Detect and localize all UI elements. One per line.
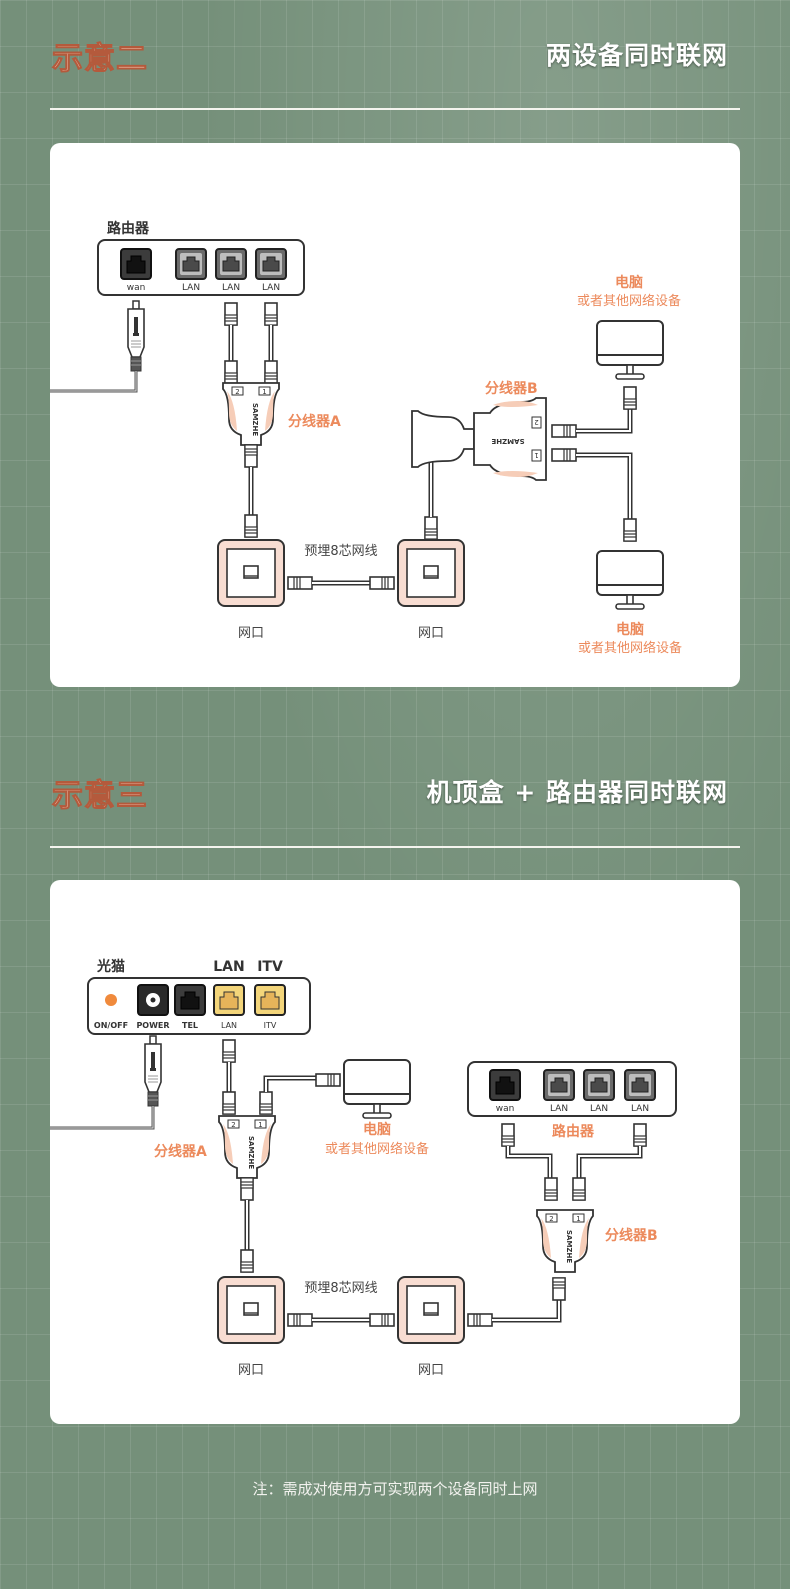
router-port-lan-3 (255, 248, 287, 280)
cable-router-to-splitter-b (501, 1123, 647, 1201)
section2-subtitle: 两设备同时联网 (545, 41, 728, 70)
section3-subtitle: 机顶盒 + 路由器同时联网 (426, 778, 728, 807)
splitter-a-label: 分线器A (288, 413, 341, 430)
splitter-b (411, 410, 475, 468)
splitter-a: 2 1 SAMZHE (222, 382, 280, 446)
router-port-label: LAN (590, 1104, 608, 1114)
router-label: 路由器 (552, 1123, 595, 1140)
power-plug-icon (127, 300, 145, 372)
cable-outlet-to-splitter-b (467, 1277, 566, 1327)
router-port-lan-2 (583, 1069, 615, 1101)
svg-text:1: 1 (534, 451, 538, 459)
wall-outlet-left (217, 1276, 285, 1344)
section2-divider (50, 108, 740, 110)
footer-note: 注：需成对使用方可实现两个设备同时上网 (252, 1480, 538, 1498)
modem-top-label-itv: ITV (257, 959, 283, 975)
svg-text:SAMZHE: SAMZHE (565, 1230, 573, 1263)
modem-port-itv (254, 984, 286, 1016)
svg-text:1: 1 (262, 388, 266, 396)
splitter-a: 2 1 SAMZHE (218, 1115, 276, 1179)
pc-bottom-desc: 或者其他网络设备 (578, 640, 682, 656)
computer-top-icon (596, 320, 664, 380)
embedded-cable (287, 576, 395, 590)
cable-splitter-a-to-pc (259, 1073, 341, 1115)
router-port-lan-1 (543, 1069, 575, 1101)
wall-outlet-right (397, 539, 465, 607)
computer-bottom-icon (596, 550, 664, 610)
pc-top-desc: 或者其他网络设备 (577, 293, 681, 309)
power-plug-icon (144, 1035, 162, 1107)
modem-port-label: LAN (221, 1021, 237, 1030)
splitter-b: 2 1 SAMZHE (536, 1209, 594, 1273)
computer-icon (343, 1059, 411, 1119)
outlet-right-label: 网口 (418, 1363, 444, 1378)
router-port-label: wan (127, 283, 146, 293)
section3-title: 示意三 (52, 778, 148, 815)
outlet-left-label: 网口 (238, 1363, 264, 1378)
outlet-right-label: 网口 (418, 626, 444, 641)
power-led-icon (105, 994, 117, 1006)
router-port-wan (489, 1069, 521, 1101)
router-port-label: LAN (631, 1104, 649, 1114)
svg-text:1: 1 (576, 1215, 580, 1223)
section2-title: 示意二 (52, 41, 148, 78)
svg-text:1: 1 (258, 1121, 262, 1129)
router-port-label: LAN (182, 283, 200, 293)
svg-text:2: 2 (235, 388, 239, 396)
cable-lan-to-splitter-a (224, 302, 278, 384)
pc-top-name: 电脑 (615, 274, 643, 291)
router-port-lan-2 (215, 248, 247, 280)
wall-outlet-right (397, 1276, 465, 1344)
svg-text:SAMZHE: SAMZHE (251, 403, 259, 436)
splitter-b-label: 分线器B (605, 1227, 658, 1244)
embedded-cable-label: 预埋8芯网线 (304, 1281, 377, 1296)
modem-label: 光猫 (96, 958, 125, 975)
splitter-b-body: 2 1 SAMZHE (473, 397, 547, 481)
router-port-label: wan (496, 1104, 515, 1114)
cable-splitter-b-to-pc-bottom (551, 448, 637, 542)
diagram-two-devices-svg: 路由器 wan LAN LAN LAN 2 1 SAMZHE 分线器A 网口 网… (50, 220, 682, 656)
modem-port-label: TEL (182, 1021, 198, 1030)
cable-splitter-a-to-outlet (244, 444, 258, 538)
modem-port-label: ON/OFF (94, 1021, 128, 1030)
outlet-left-label: 网口 (238, 626, 264, 641)
router-label: 路由器 (107, 220, 150, 237)
pc-bottom-name: 电脑 (616, 621, 644, 638)
cable-splitter-b-to-pc-top (551, 386, 637, 438)
wall-outlet-left (217, 539, 285, 607)
diagram-stb-router-svg: 光猫 LAN ITV ON/OFF POWER TEL LAN ITV 2 1 … (50, 958, 677, 1378)
modem-port-lan (213, 984, 245, 1016)
svg-text:SAMZHE: SAMZHE (247, 1136, 255, 1169)
cable-modem-to-splitter-a (222, 1039, 236, 1115)
splitter-b-label: 分线器B (485, 380, 538, 397)
diagram-stb-router: 光猫 LAN ITV ON/OFF POWER TEL LAN ITV 2 1 … (50, 880, 740, 1424)
pc-name: 电脑 (363, 1121, 391, 1138)
section3-divider (50, 846, 740, 848)
router-port-label: LAN (262, 283, 280, 293)
router-port-wan (120, 248, 152, 280)
modem-port-label: POWER (136, 1021, 169, 1030)
router-port-label: LAN (222, 283, 240, 293)
modem-port-label: ITV (264, 1021, 277, 1030)
svg-text:2: 2 (231, 1121, 235, 1129)
splitter-a-label: 分线器A (154, 1143, 207, 1160)
modem-top-label-lan: LAN (213, 959, 244, 975)
diagram-two-devices: 路由器 wan LAN LAN LAN 2 1 SAMZHE 分线器A 网口 网… (50, 143, 740, 687)
router-port-lan-1 (175, 248, 207, 280)
modem-port-tel (174, 984, 206, 1016)
embedded-cable (287, 1313, 395, 1327)
modem-port-power (137, 984, 169, 1016)
router-port-lan-3 (624, 1069, 656, 1101)
svg-text:2: 2 (549, 1215, 553, 1223)
embedded-cable-label: 预埋8芯网线 (304, 544, 377, 559)
router-port-label: LAN (550, 1104, 568, 1114)
svg-text:SAMZHE: SAMZHE (491, 437, 524, 445)
pc-desc: 或者其他网络设备 (325, 1141, 429, 1157)
cable-splitter-a-to-outlet (240, 1177, 254, 1273)
svg-text:2: 2 (534, 418, 538, 426)
